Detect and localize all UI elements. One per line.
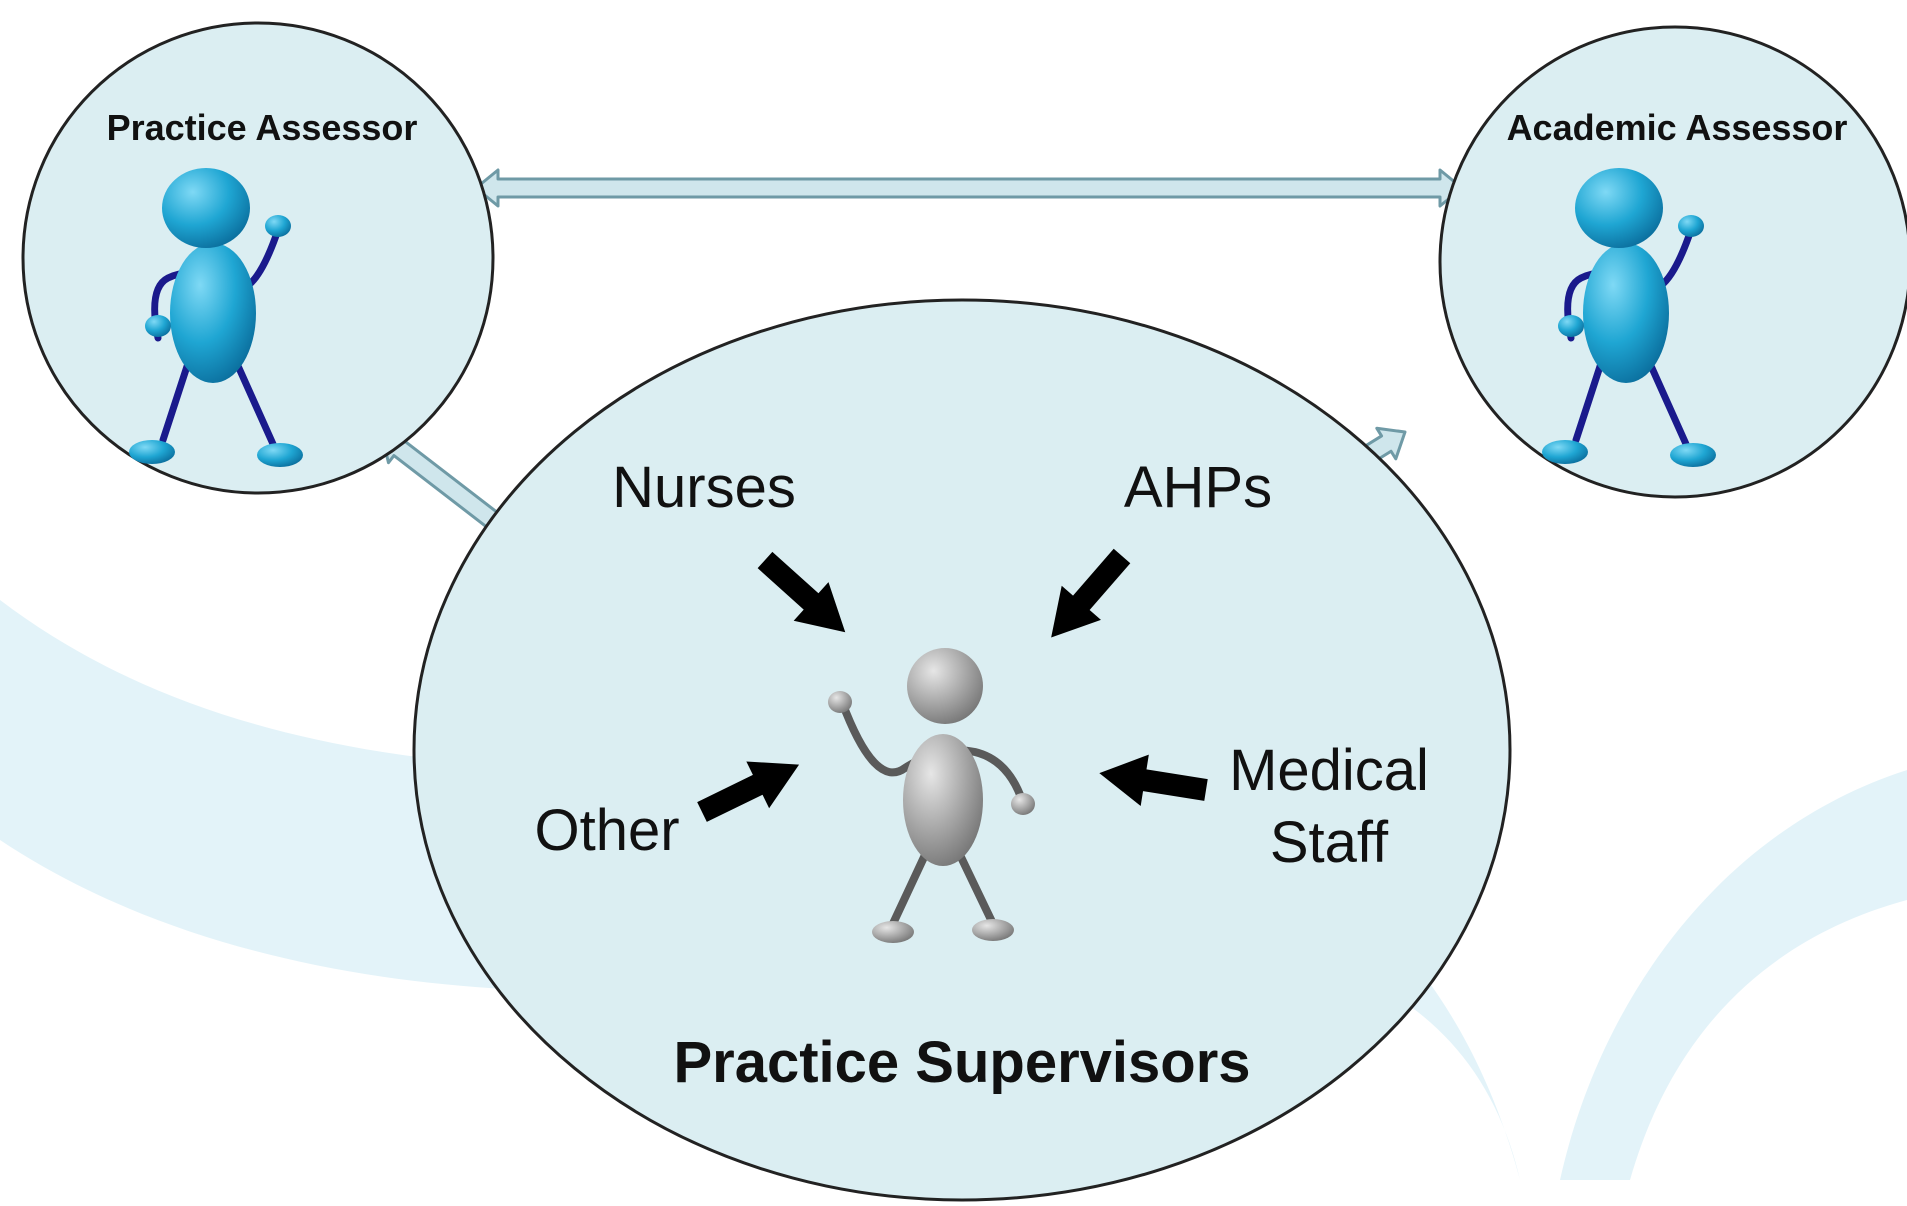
group-label-ahps: AHPs <box>1124 455 1272 520</box>
academic-assessor-title: Academic Assessor <box>1507 107 1848 148</box>
pointer-arrow-other <box>697 761 800 822</box>
group-label-staff: Staff <box>1270 810 1389 875</box>
group-label-nurses: Nurses <box>612 455 796 520</box>
pointer-arrow-medical-staff <box>1099 754 1208 806</box>
group-label-medical: Medical <box>1229 738 1429 803</box>
practice-supervisors-title: Practice Supervisors <box>673 1030 1250 1095</box>
node-practice-assessor: Practice Assessor <box>21 21 495 495</box>
node-academic-assessor: Academic Assessor <box>1438 25 1907 499</box>
person-blue-icon <box>129 168 303 467</box>
connector-arrow-assessors <box>474 168 1464 208</box>
pointer-arrow-nurses <box>757 551 846 633</box>
node-practice-supervisors: Nurses AHPs Other Medical Staff Practice… <box>412 298 1512 1202</box>
person-blue-icon <box>1542 168 1716 467</box>
person-grey-icon <box>828 648 1035 943</box>
group-label-other: Other <box>534 798 679 863</box>
node-academic-assessor-circle <box>1438 25 1907 499</box>
node-practice-assessor-circle <box>21 21 495 495</box>
practice-assessor-title: Practice Assessor <box>107 107 418 148</box>
pointer-arrow-ahps <box>1051 548 1131 638</box>
